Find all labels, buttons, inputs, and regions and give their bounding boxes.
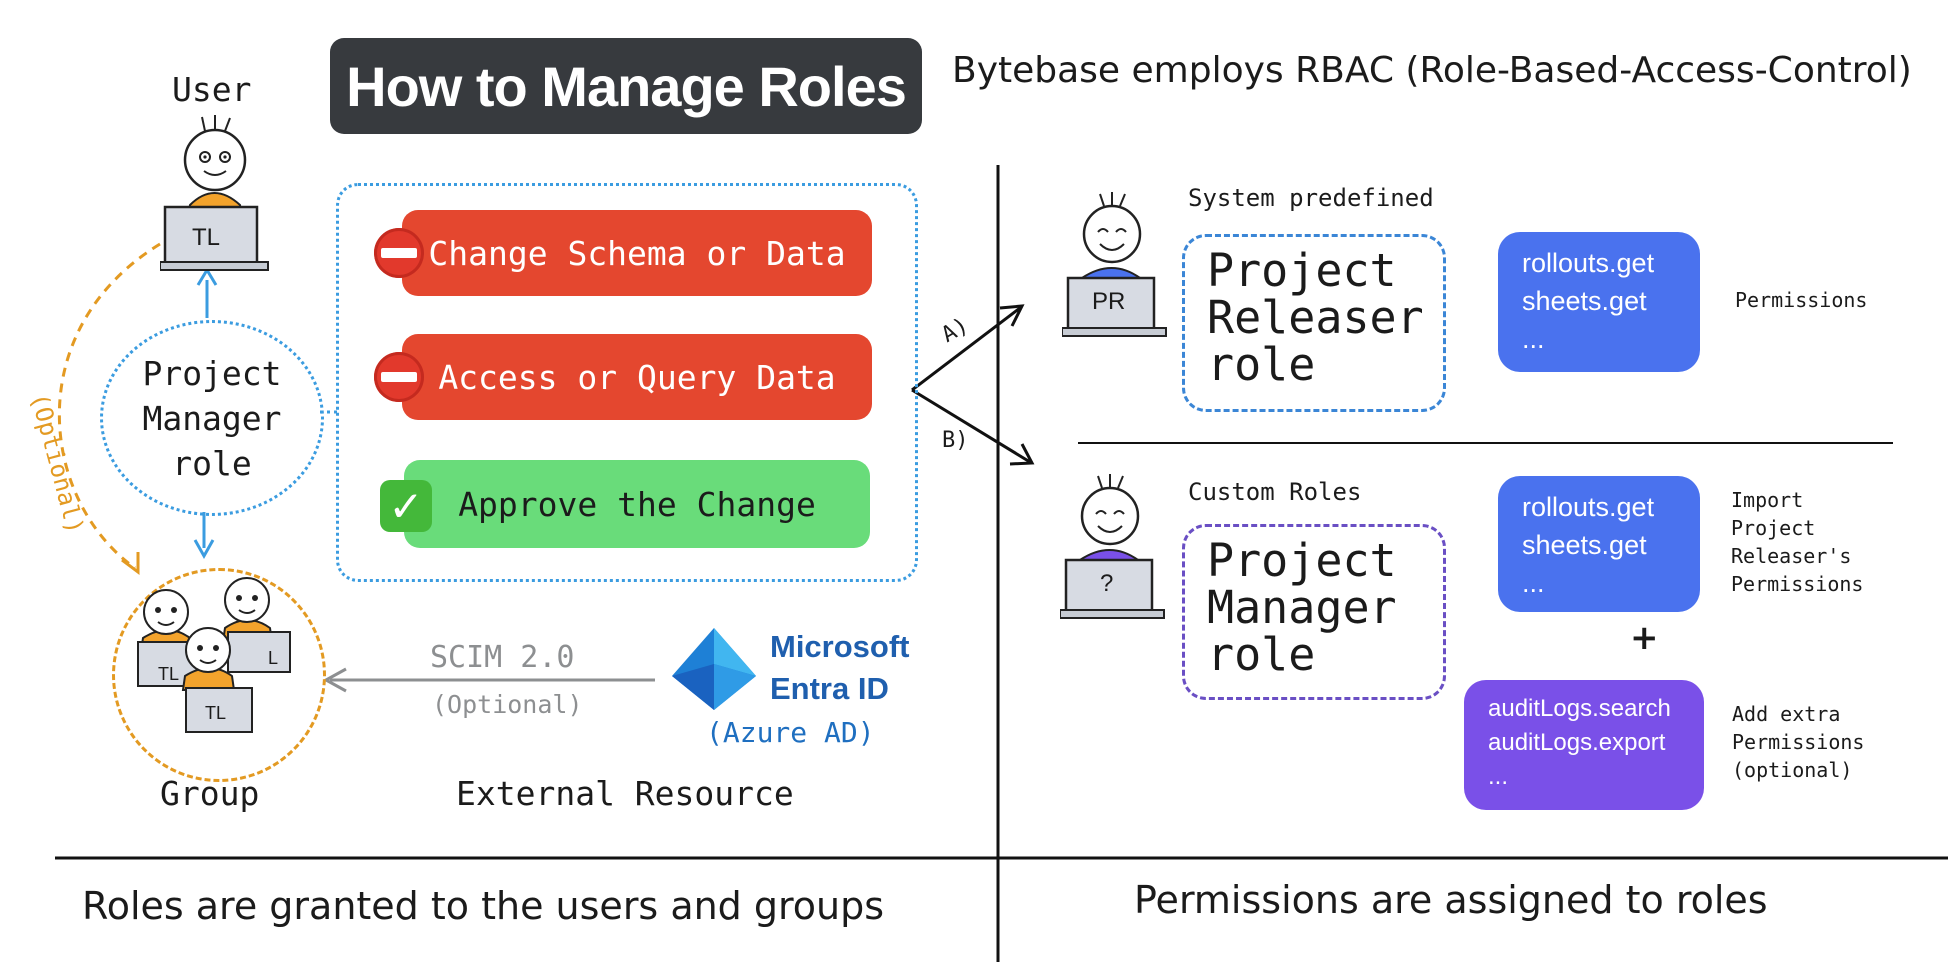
imported-permissions-card: rollouts.get sheets.get ... — [1498, 476, 1700, 612]
left-bottom-caption: Roles are granted to the users and group… — [82, 884, 885, 928]
permission-label: Approve the Change — [458, 484, 816, 524]
user-laptop-label: TL — [192, 224, 221, 251]
group-laptop-label-1: TL — [158, 664, 180, 684]
user-label: User — [172, 70, 252, 109]
user-avatar — [160, 115, 269, 271]
releaser-avatar — [1062, 192, 1167, 337]
optional-arrowhead — [121, 552, 140, 575]
custom-avatar — [1060, 474, 1165, 619]
group-label: Group — [160, 774, 260, 813]
subtitle: Bytebase employs RBAC (Role-Based-Access… — [952, 50, 1912, 91]
releaser-permissions-card: rollouts.get sheets.get ... — [1498, 232, 1700, 372]
permissions-note: Permissions — [1735, 288, 1868, 312]
arrow-b-head — [1009, 443, 1035, 466]
custom-laptop-label: ? — [1100, 570, 1114, 597]
permission-label: Access or Query Data — [438, 357, 836, 397]
group-arrowhead — [193, 539, 215, 560]
project-manager-role-card: Project Manager role — [1182, 524, 1446, 700]
external-resource-label: External Resource — [456, 774, 794, 813]
scim-arrowhead — [322, 667, 347, 693]
project-releaser-role-card: Project Releaser role — [1182, 234, 1446, 412]
permission-label: Change Schema or Data — [428, 233, 846, 273]
extra-permissions-card: auditLogs.search auditLogs.export ... — [1464, 680, 1704, 810]
group-laptop-label-2: L — [268, 648, 279, 668]
releaser-laptop-label: PR — [1092, 288, 1126, 315]
scim-label: SCIM 2.0 — [430, 640, 575, 675]
optional-arrow — [57, 242, 161, 570]
custom-roles-heading: Custom Roles — [1188, 478, 1362, 506]
permission-approve-change: Approve the Change — [404, 460, 870, 548]
group-laptop-label-3: TL — [205, 703, 227, 723]
group-circle — [112, 568, 326, 782]
arrow-b — [911, 388, 1031, 464]
page-title: How to Manage Roles — [346, 54, 907, 118]
arrow-a-head — [999, 304, 1025, 327]
role-circle-label: Project Manager role — [142, 353, 282, 483]
arrow-b-label: B) — [942, 428, 969, 453]
permission-group — [336, 183, 918, 582]
microsoft-entra-label: Microsoft Entra ID — [770, 629, 910, 706]
scim-optional-label: (Optional) — [432, 690, 583, 719]
azure-ad-label: (Azure AD) — [706, 716, 875, 749]
no-entry-icon — [374, 228, 424, 278]
check-mark-icon: ✓ — [380, 480, 432, 532]
no-entry-icon — [374, 352, 424, 402]
plus-sign: + — [1630, 618, 1659, 658]
system-predefined-heading: System predefined — [1188, 184, 1434, 212]
group-avatars — [137, 577, 291, 733]
microsoft-entra-logo — [672, 628, 756, 710]
right-bottom-caption: Permissions are assigned to roles — [1134, 878, 1768, 922]
permission-change-schema: Change Schema or Data — [402, 210, 872, 296]
arrow-a — [911, 306, 1021, 392]
extra-permissions-note: Add extra Permissions (optional) — [1732, 702, 1865, 782]
project-manager-role-circle: Project Manager role — [100, 320, 324, 516]
permission-access-data: Access or Query Data — [402, 334, 872, 420]
title-banner: How to Manage Roles — [330, 38, 922, 134]
import-note: Import Project Releaser's Permissions — [1731, 488, 1864, 596]
